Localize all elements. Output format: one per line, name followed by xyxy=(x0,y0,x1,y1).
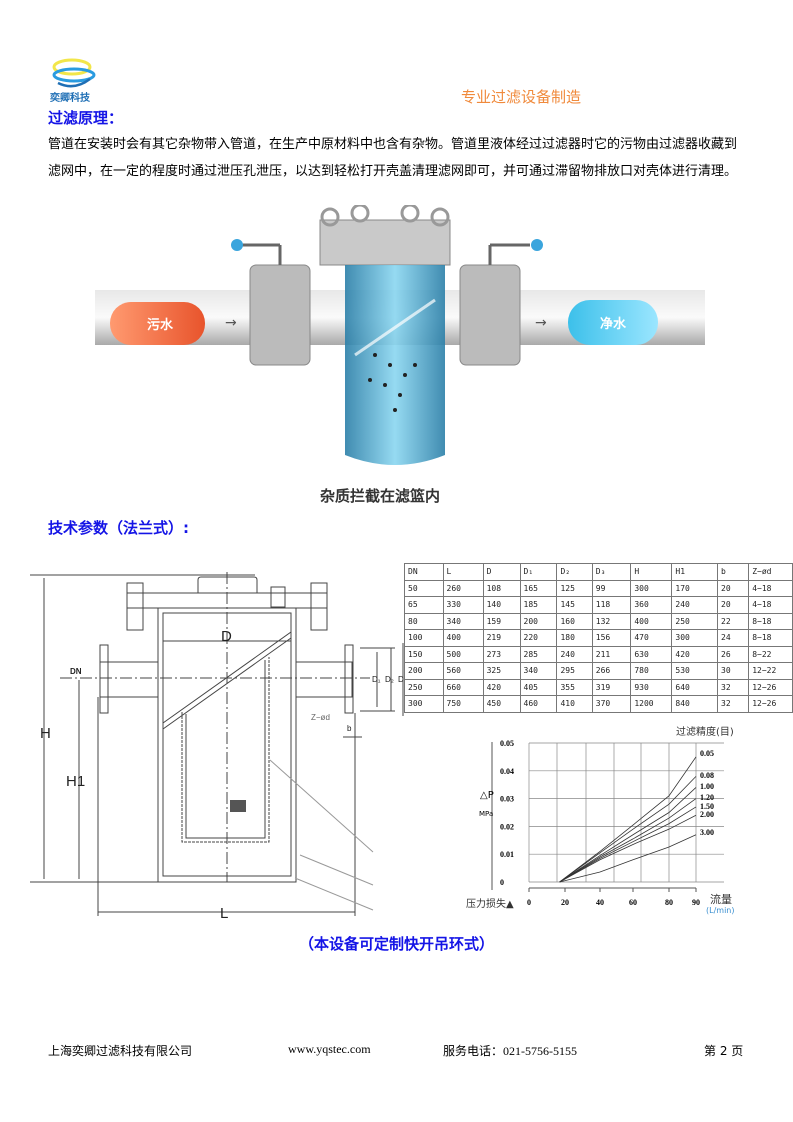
table-cell: 1200 xyxy=(630,695,673,713)
principle-paragraph: 管道在安装时会有其它杂物带入管道，在生产中原材料中也含有杂物。管道里液体经过过滤… xyxy=(48,137,738,179)
y-tick-label: 0.02 xyxy=(500,822,514,831)
y-tick-label: 0.05 xyxy=(500,739,514,748)
table-cell: 12−26 xyxy=(748,695,793,713)
dim-label-D2: D₂ xyxy=(385,675,394,684)
dim-label-H: H xyxy=(40,725,51,742)
phone-label: 服务电话： xyxy=(443,1044,504,1058)
x-axis-unit: (L/min) xyxy=(706,906,734,915)
logo-text: 奕卿科技 xyxy=(50,93,90,104)
dirty-water-label: 污水 xyxy=(147,317,174,333)
photo-caption: 杂质拦截在滤篮内 xyxy=(319,487,440,505)
filter-cover xyxy=(319,219,451,266)
series-line xyxy=(559,756,697,883)
legend-label: 3.00 xyxy=(700,828,714,837)
table-cell: 750 xyxy=(442,695,484,713)
valve-knob-icon xyxy=(531,239,543,251)
table-cell: 32 xyxy=(717,695,750,713)
technical-drawing: H H1 D L DN D₁ D₂ D Z−ød b xyxy=(30,572,404,922)
table-cell: 240 xyxy=(556,645,593,663)
table-cell: 8−22 xyxy=(748,645,793,663)
legend-label: 1.00 xyxy=(700,782,714,791)
y-axis-label: △P xyxy=(480,790,494,801)
legend-label: 2.00 xyxy=(700,810,714,819)
footer-website[interactable]: www.yqstec.com xyxy=(288,1042,371,1056)
valve-knob-icon xyxy=(231,239,243,251)
dim-label-D: D xyxy=(221,628,232,645)
legend-label: 0.08 xyxy=(700,771,714,780)
y-axis-unit: MPa xyxy=(479,810,493,818)
x-tick-label: 80 xyxy=(665,898,673,907)
legend-label: 0.05 xyxy=(700,749,714,758)
dim-label-DN: DN xyxy=(70,667,82,676)
legend-title: 过滤精度(目) xyxy=(676,725,734,738)
arrow-icon: → xyxy=(535,315,547,331)
filter-illustration: 污水 → → 净水 xyxy=(95,205,705,465)
x-tick-label: 40 xyxy=(596,898,604,907)
footer-phone: 服务电话：021-5756-5155 xyxy=(443,1042,577,1059)
table-cell: 410 xyxy=(556,695,593,713)
mesh-icon xyxy=(230,800,246,812)
series-line xyxy=(559,787,697,883)
legend-label: 1.20 xyxy=(700,793,714,802)
table-cell: 370 xyxy=(591,695,632,713)
x-tick-label: 90 xyxy=(692,898,700,907)
company-logo-icon xyxy=(52,58,96,88)
dim-label-b: b xyxy=(347,724,352,733)
y-tick-label: 0.03 xyxy=(500,795,514,804)
series-line xyxy=(559,814,697,883)
filter-housing xyxy=(345,265,445,465)
table-cell: 12−22 xyxy=(748,662,793,680)
y-tick-label: 0.01 xyxy=(500,850,514,859)
series-line xyxy=(559,776,697,883)
legend-label: 1.50 xyxy=(700,802,714,811)
dirty-water-badge xyxy=(110,302,205,345)
arrow-icon: → xyxy=(225,315,237,331)
series-line xyxy=(559,834,697,883)
page-number: 第 2 页 xyxy=(704,1044,744,1058)
pressure-loss-label: 压力损失▲ xyxy=(466,897,514,910)
clean-water-badge xyxy=(568,300,658,345)
series-line xyxy=(559,798,697,883)
dim-label-L: L xyxy=(220,905,228,922)
specs-title: 技术参数（法兰式）: xyxy=(48,519,189,537)
pressure-loss-chart: 0 0.01 0.02 0.03 0.04 0.05 0 20 40 60 80 90 0.05 0.08… xyxy=(466,725,734,915)
x-axis-label: 流量 xyxy=(710,892,732,906)
clean-water-label: 净水 xyxy=(600,316,627,332)
phone-number: 021-5756-5155 xyxy=(503,1044,578,1058)
custom-note: （本设备可定制快开吊环式） xyxy=(298,935,494,953)
principle-title: 过滤原理： xyxy=(48,109,124,127)
table-cell: 300 xyxy=(404,695,444,713)
header-slogan: 专业过滤设备制造 xyxy=(461,88,582,106)
footer-company: 上海奕卿过滤科技有限公司 xyxy=(48,1044,193,1058)
dim-label-H1: H1 xyxy=(66,773,85,790)
dim-label-Dflange: D xyxy=(398,675,404,684)
series-line xyxy=(559,806,697,883)
x-tick-label: 60 xyxy=(629,898,637,907)
x-tick-label: 20 xyxy=(561,898,569,907)
dim-label-Zd: Z−ød xyxy=(311,713,330,722)
y-tick-label: 0 xyxy=(500,878,504,887)
dim-label-D1: D₁ xyxy=(372,675,381,684)
y-tick-label: 0.04 xyxy=(500,767,514,776)
x-tick-label: 0 xyxy=(527,898,531,907)
